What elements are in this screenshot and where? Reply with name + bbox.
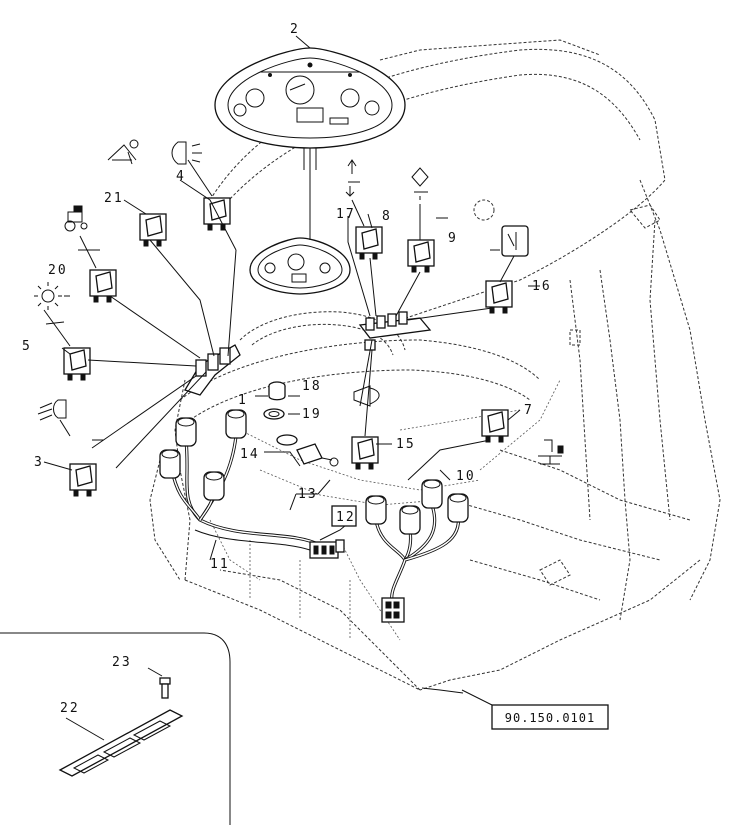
headlight-icon [37,399,67,421]
switch-7 [481,409,509,443]
callout-4: 4 [176,169,186,184]
switch-4 [203,197,231,231]
switch-16 [485,280,513,314]
leader-lines [43,35,540,694]
wiper-washer-icon [107,139,139,165]
cab-outline [149,39,721,691]
plate-22 [58,709,184,777]
callout-10: 10 [456,469,476,484]
callout-1: 1 [238,393,248,408]
tractor-icon [64,205,88,232]
callout-23: 23 [112,655,132,670]
dashboard-switch-rail [184,311,432,396]
callout-16: 16 [532,279,552,294]
connector-left-plug [309,539,345,559]
callout-20: 20 [48,263,68,278]
callout-2: 2 [290,22,300,37]
callout-9: 9 [448,231,458,246]
connector-left-a [175,417,197,447]
callout-15: 15 [396,437,416,452]
rear-wiper-icon [411,167,429,200]
switch-9 [407,239,435,273]
callout-labels: 2 4 21 20 5 3 17 8 9 16 1 18 19 14 13 15… [22,22,552,716]
callout-19: 19 [302,407,322,422]
socket-18 [268,381,286,401]
callout-7: 7 [524,403,534,418]
harness-left [159,409,345,559]
switch-3 [69,463,97,497]
hazard-icon [345,159,360,197]
connector-left-b [225,409,247,439]
reference-box: 90.150.0101 [461,689,609,730]
switch-15 [351,436,379,470]
callout-box-12: 12 [331,505,357,527]
harness-right [365,479,469,623]
connector-left-c [159,449,181,479]
connector-right-c [421,479,443,509]
callout-13: 13 [298,487,318,502]
leader-cluster-fork [303,148,317,170]
connector-right-plug [381,597,405,623]
instrument-cluster-large [214,47,406,149]
lighter-14 [276,434,339,467]
switch-21 [139,213,167,247]
inset-panel [0,632,231,825]
socket-19 [263,408,285,420]
instrument-cluster-small [249,237,351,295]
reference-label: 90.150.0101 [505,711,595,725]
connector-right-d [447,493,469,523]
beacon-icon [34,282,62,310]
callout-3: 3 [34,455,44,470]
seat-icon [538,439,564,465]
connector-right-b [399,505,421,535]
connector-right-a [365,495,387,525]
callout-12: 12 [336,510,356,525]
callout-5: 5 [22,339,32,354]
work-light-icon [171,141,202,165]
connector-left-d [203,471,225,501]
callout-22: 22 [60,701,80,716]
callout-8: 8 [382,209,392,224]
callout-14: 14 [240,447,260,462]
switch-20 [89,269,117,303]
horn-icon [353,385,380,407]
screw-23 [147,667,171,699]
callout-17: 17 [336,207,356,222]
window-icon [501,225,529,257]
switch-8 [355,226,383,260]
callout-18: 18 [302,379,322,394]
callout-11: 11 [210,557,230,572]
callout-21: 21 [104,191,124,206]
